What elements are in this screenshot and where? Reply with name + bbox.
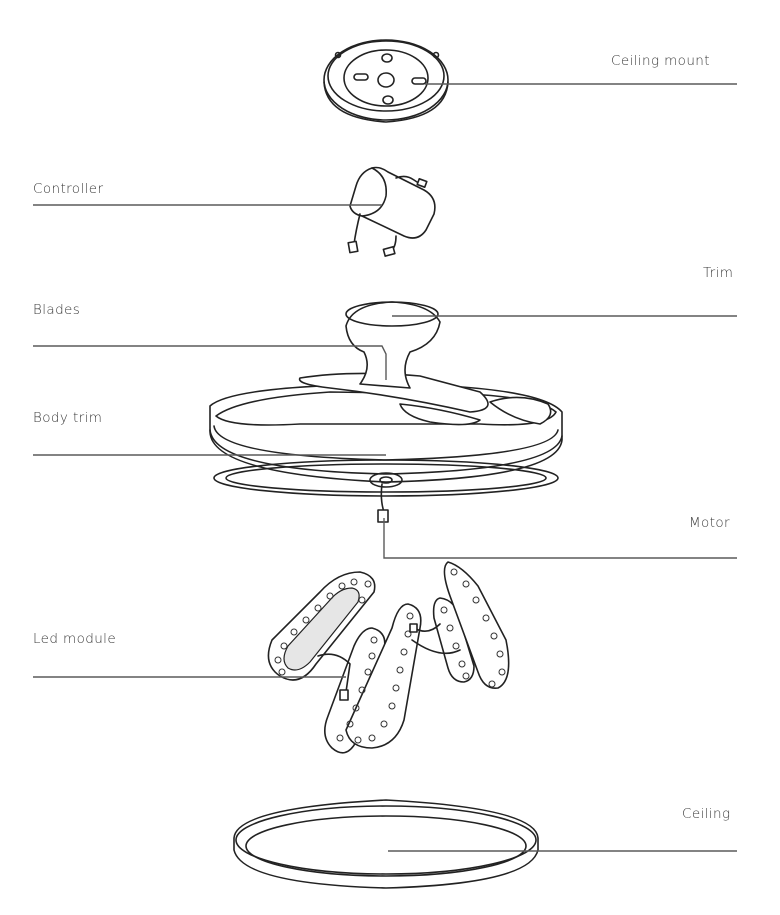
- label-body-trim: Body trim: [33, 410, 103, 426]
- controller-part: [347, 166, 436, 257]
- label-ceiling-mount: Ceiling mount: [611, 53, 710, 69]
- motor-part: [377, 483, 389, 523]
- label-ceiling: Ceiling: [682, 806, 731, 822]
- label-controller: Controller: [33, 181, 104, 197]
- label-blades: Blades: [33, 302, 81, 318]
- label-trim: Trim: [703, 265, 734, 281]
- leader-motor: [383, 518, 737, 559]
- label-motor: Motor: [689, 515, 731, 531]
- trim-part: [345, 301, 441, 389]
- leader-blades: [33, 345, 387, 380]
- body-trim-part: [209, 372, 563, 497]
- led-module-part: [267, 561, 510, 754]
- ceiling-mount-part: [323, 39, 449, 123]
- ceiling-part: [233, 799, 539, 889]
- label-led-module: Led module: [33, 631, 117, 647]
